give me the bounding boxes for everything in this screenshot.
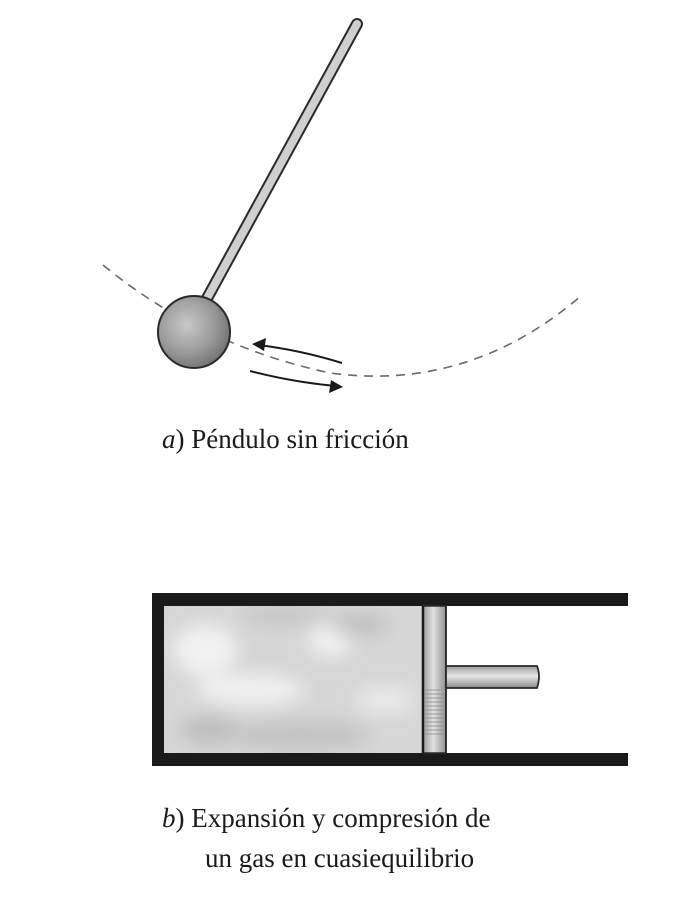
- arrow-right-head: [329, 380, 343, 393]
- caption-a-letter: a: [162, 424, 176, 454]
- cylinder-bottom-wall: [152, 753, 628, 766]
- piston-head: [421, 605, 447, 754]
- cylinder-left-wall: [152, 593, 164, 766]
- caption-frictionless-pendulum: a) Péndulo sin fricción: [162, 419, 409, 459]
- swing-arc: [102, 264, 583, 377]
- piston-cylinder-figure: [152, 593, 628, 766]
- caption-a-text: Péndulo sin fricción: [184, 424, 409, 454]
- cylinder-top-wall: [152, 593, 628, 606]
- piston-rod: [445, 665, 540, 689]
- gas-region: [164, 606, 423, 753]
- arrow-left-head: [252, 338, 266, 351]
- cylinder-walls: [152, 593, 628, 766]
- caption-gas-expansion-line1: b) Expansión y compresión de: [162, 798, 490, 838]
- caption-a-paren: ): [175, 424, 185, 454]
- pendulum-rod: [193, 18, 363, 319]
- pendulum-bob: [157, 295, 231, 369]
- arrow-left: [257, 344, 343, 364]
- arrow-right: [249, 370, 337, 387]
- caption-gas-expansion-line2: un gas en cuasiequilibrio: [205, 843, 475, 873]
- caption-b-letter: b: [162, 803, 176, 833]
- pendulum-figure: [102, 18, 583, 393]
- caption-b-paren: ): [175, 803, 185, 833]
- motion-arrows: [249, 338, 343, 393]
- caption-b-text-line1: Expansión y compresión de: [184, 803, 491, 833]
